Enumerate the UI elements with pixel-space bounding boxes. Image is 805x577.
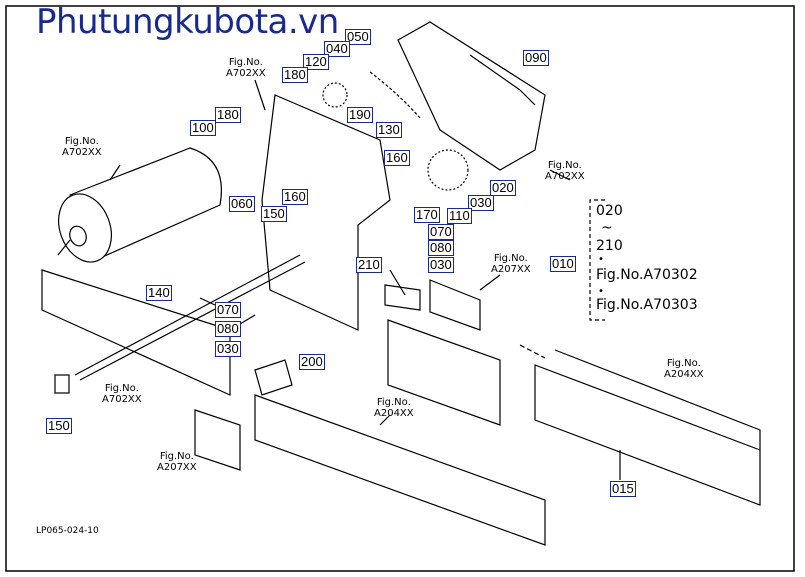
fig-label: Fig.No.	[547, 160, 582, 171]
ref-dot: •	[598, 254, 604, 265]
part-label[interactable]: 010	[550, 256, 576, 272]
ref-fig1: Fig.No.A70302	[596, 267, 698, 283]
site-title: Phutungkubota.vn	[36, 2, 339, 42]
ref-from: 020	[596, 203, 623, 219]
fig-reference: Fig.No.A204XX	[664, 358, 704, 380]
fig-ref: A702XX	[545, 171, 585, 182]
part-label[interactable]: 080	[215, 321, 241, 337]
part-label[interactable]: 200	[299, 354, 325, 370]
fig-label: Fig.No.	[666, 358, 701, 369]
part-label[interactable]: 190	[347, 107, 373, 123]
fig-reference: Fig.No.A702XX	[545, 160, 585, 182]
fig-label: Fig.No.	[228, 57, 263, 68]
ref-fig2: Fig.No.A70303	[596, 297, 698, 313]
part-label[interactable]: 170	[414, 207, 440, 223]
part-label[interactable]: 090	[523, 50, 549, 66]
fig-ref: A702XX	[102, 394, 142, 405]
part-label[interactable]: 070	[428, 224, 454, 240]
part-label[interactable]: 140	[146, 285, 172, 301]
fig-reference: Fig.No.A207XX	[157, 451, 197, 473]
fig-label: Fig.No.	[376, 397, 411, 408]
fig-reference: Fig.No.A207XX	[491, 253, 531, 275]
fig-label: Fig.No.	[104, 383, 139, 394]
fig-label: Fig.No.	[493, 253, 528, 264]
fig-reference: Fig.No.A702XX	[226, 57, 266, 79]
part-label[interactable]: 100	[190, 120, 216, 136]
part-label[interactable]: 160	[384, 150, 410, 166]
ref-tilde: ~	[601, 220, 613, 236]
part-label[interactable]: 030	[215, 341, 241, 357]
part-label[interactable]: 180	[215, 107, 241, 123]
part-label[interactable]: 040	[324, 41, 350, 57]
fig-reference: Fig.No.A702XX	[102, 383, 142, 405]
diagram-code: LP065-024-10	[36, 526, 99, 536]
fig-ref: A207XX	[157, 462, 197, 473]
fig-ref: A204XX	[664, 369, 704, 380]
part-label[interactable]: 210	[356, 257, 382, 273]
ref-to: 210	[596, 238, 623, 254]
fig-reference: Fig.No.A702XX	[62, 136, 102, 158]
part-label[interactable]: 180	[282, 67, 308, 83]
part-label[interactable]: 070	[215, 302, 241, 318]
part-label[interactable]: 030	[428, 257, 454, 273]
part-label[interactable]: 060	[229, 196, 255, 212]
frame-border	[5, 5, 795, 572]
fig-ref: A207XX	[491, 264, 531, 275]
part-label[interactable]: 120	[303, 54, 329, 70]
part-label[interactable]: 150	[261, 206, 287, 222]
ref-dot: •	[598, 286, 604, 297]
fig-label: Fig.No.	[64, 136, 99, 147]
fig-ref: A702XX	[62, 147, 102, 158]
part-label[interactable]: 080	[428, 240, 454, 256]
part-label[interactable]: 020	[490, 180, 516, 196]
fig-reference: Fig.No.A204XX	[374, 397, 414, 419]
fig-ref: A702XX	[226, 68, 266, 79]
part-label[interactable]: 160	[282, 189, 308, 205]
part-label[interactable]: 015	[610, 481, 636, 497]
part-label[interactable]: 030	[468, 195, 494, 211]
part-label[interactable]: 110	[447, 208, 472, 224]
part-label[interactable]: 050	[345, 29, 371, 45]
fig-label: Fig.No.	[159, 451, 194, 462]
fig-ref: A204XX	[374, 408, 414, 419]
part-label[interactable]: 130	[376, 122, 402, 138]
part-label[interactable]: 150	[46, 418, 72, 434]
